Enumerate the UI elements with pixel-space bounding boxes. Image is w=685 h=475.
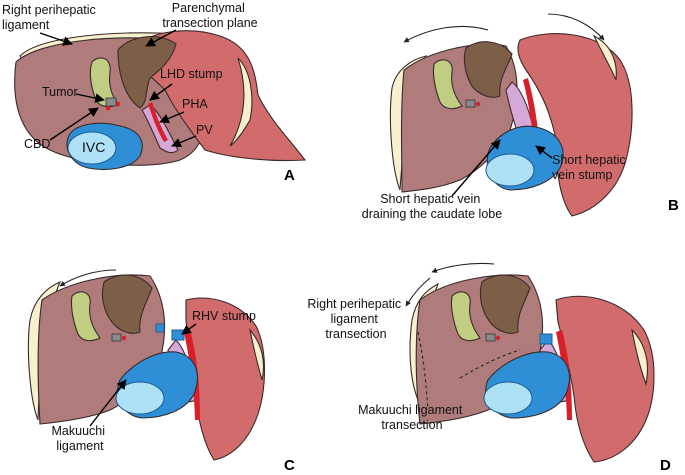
rhv-stump-small: [155, 323, 165, 333]
clip-red-dot: [115, 101, 121, 107]
panel-c: RHV stump Makuuchi ligament C: [27, 269, 295, 474]
ivc: [115, 351, 198, 419]
label-short-hepatic-vein-stump: Short hepatic vein stump: [552, 153, 629, 182]
ligament-transection-marks: [417, 331, 429, 411]
panel-letter-b: B: [668, 197, 679, 214]
rotation-arrow-left: [59, 269, 117, 287]
right-ligament-stripe: [249, 328, 265, 381]
makuuchi-transection-marks: [459, 349, 521, 379]
panel-letter-a: A: [284, 167, 295, 184]
hilar-clip: [111, 333, 122, 342]
hepatic-artery: [148, 102, 168, 142]
label-tumor: Tumor: [42, 85, 78, 99]
clip-red-dot: [105, 105, 111, 111]
panel-letter-d: D: [660, 457, 671, 474]
hilar-clip: [105, 97, 117, 107]
gallbladder: [450, 291, 481, 342]
panel-d: Right perihepatic ligament transection M…: [307, 262, 671, 474]
rhv-stump: [539, 333, 553, 345]
right-ligament-stripe: [229, 57, 253, 147]
right-ligament-stripe: [631, 328, 649, 386]
liver-right-lobe: [555, 295, 655, 463]
transection-plane: [101, 274, 153, 334]
clip-red-dot: [121, 335, 127, 341]
label-rhv-stump: RHV stump: [192, 309, 256, 323]
label-ivc: IVC: [82, 139, 105, 155]
label-pha: PHA: [182, 97, 208, 111]
rotation-arrow-left-2: [405, 277, 431, 307]
hilar-clip: [465, 99, 476, 108]
right-ligament-stripe: [592, 34, 617, 81]
panel-b: Short hepatic vein stump Short hepatic v…: [362, 13, 679, 221]
ivc: [483, 351, 570, 419]
rotation-arrow-left: [431, 262, 495, 273]
gallbladder: [70, 291, 101, 342]
label-right-perihepatic-ligament-transection: Right perihepatic ligament transection: [307, 297, 404, 341]
label-makuuchi-ligament: Makuuchi ligament: [52, 424, 109, 453]
label-makuuchi-ligament-transection: Makuuchi ligament transection: [358, 403, 466, 432]
liver-right-lobe: [129, 30, 307, 162]
panel-a: Right perihepatic ligament Parenchymal t…: [2, 1, 307, 184]
transection-plane: [117, 36, 177, 109]
rotation-arrow-left: [403, 25, 489, 43]
transection-plane: [479, 274, 531, 334]
clip-red-dot: [495, 335, 501, 341]
label-pv: PV: [196, 123, 213, 137]
hilar-clip: [485, 333, 496, 342]
gallbladder: [432, 59, 463, 110]
label-parenchymal-transection-plane: Parenchymal transection plane: [162, 1, 257, 30]
label-short-hepatic-vein-caudate: Short hepatic vein draining the caudate …: [362, 192, 502, 221]
clip-red-dot: [475, 101, 481, 107]
ivc: [66, 122, 143, 171]
label-lhd-stump: LHD stump: [160, 67, 223, 81]
ivc: [485, 125, 564, 191]
liver-right-lobe: [517, 33, 633, 217]
label-cbd: CBD: [24, 137, 50, 151]
label-right-perihepatic-ligament: Right perihepatic ligament: [2, 3, 99, 32]
panel-letter-c: C: [284, 457, 295, 474]
transection-plane: [463, 41, 513, 98]
rotation-arrow-right: [547, 13, 605, 41]
rhv-stump: [171, 329, 185, 341]
